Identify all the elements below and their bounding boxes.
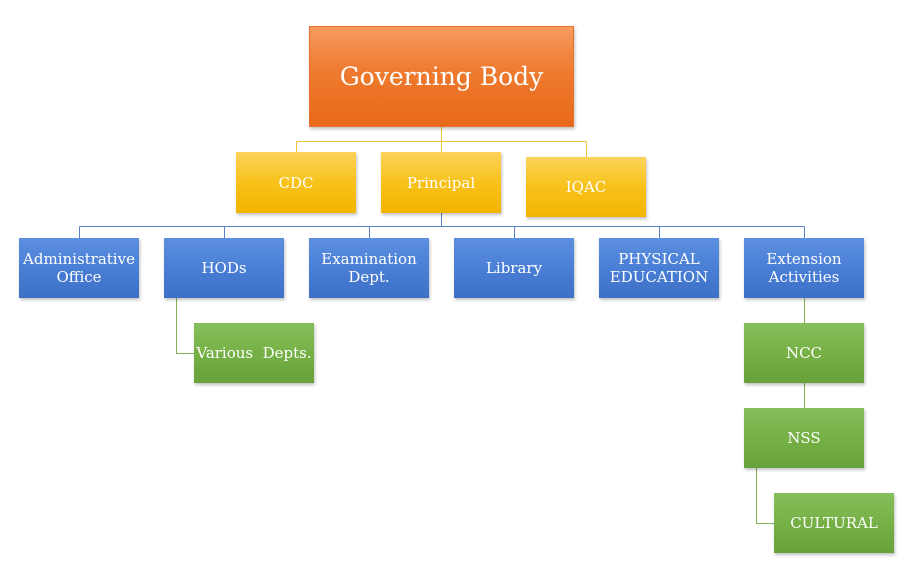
extension-activities-box[interactable]: Extension Activities [744, 238, 864, 298]
cdc-label: CDC [278, 173, 314, 192]
ncc-label: NCC [785, 344, 823, 362]
principal-label: Principal [406, 173, 476, 192]
cultural-label: CULTURAL [790, 514, 878, 532]
extension-activities-label-line1: Extension [766, 250, 842, 268]
governing-body-label: Governing Body [339, 61, 544, 91]
examination-dept-label-line1: Examination [321, 250, 417, 268]
hods-label: HODs [201, 259, 247, 277]
nss-box[interactable]: NSS [744, 408, 864, 468]
blue-connectors [79, 213, 805, 238]
green-connectors [176, 298, 805, 524]
administrative-office-box[interactable]: Administrative Office [19, 238, 139, 298]
hods-box[interactable]: HODs [164, 238, 284, 298]
various-depts-box[interactable]: Various Depts. [194, 323, 314, 383]
extension-activities-label-line2: Activities [768, 268, 840, 286]
various-depts-label: Various Depts. [196, 344, 312, 362]
physical-education-label-line1: PHYSICAL [618, 250, 700, 268]
governing-body-box[interactable]: Governing Body [309, 26, 574, 127]
principal-box[interactable]: Principal [381, 152, 501, 213]
administrative-office-label-line2: Office [56, 268, 102, 286]
gold-connectors [296, 127, 587, 157]
nss-label: NSS [787, 429, 821, 447]
iqac-label: IQAC [565, 178, 607, 196]
cdc-box[interactable]: CDC [236, 152, 356, 213]
ncc-box[interactable]: NCC [744, 323, 864, 383]
examination-dept-box[interactable]: Examination Dept. [309, 238, 429, 298]
physical-education-box[interactable]: PHYSICAL EDUCATION [599, 238, 719, 298]
administrative-office-label-line1: Administrative [23, 250, 135, 268]
library-box[interactable]: Library [454, 238, 574, 298]
examination-dept-label-line2: Dept. [348, 268, 390, 286]
iqac-box[interactable]: IQAC [526, 157, 646, 217]
cultural-box[interactable]: CULTURAL [774, 493, 894, 553]
library-label: Library [485, 259, 543, 277]
physical-education-label-line2: EDUCATION [609, 268, 709, 286]
